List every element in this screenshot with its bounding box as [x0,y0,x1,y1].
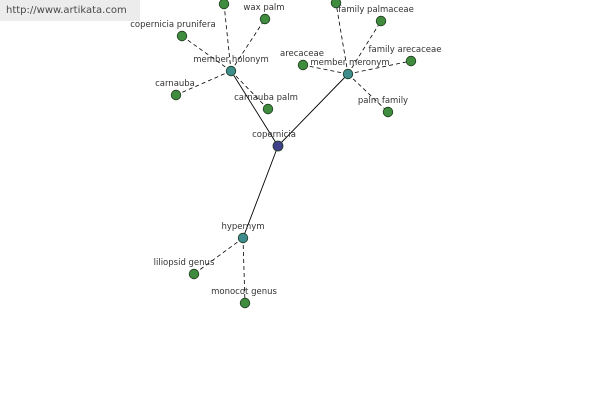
graph-labels: copernicia member holonym wax palm copernic… [130,3,441,297]
label-liliopsid-genus[interactable]: liliopsid genus [154,258,215,268]
edge-arecaceae [302,64,349,75]
label-arecaceae[interactable]: arecaceae [280,49,324,59]
label-carnauba-palm[interactable]: carnauba palm [234,93,298,103]
node-family-palmaceae[interactable] [375,15,387,27]
edge-offscreen-term [223,3,232,72]
edge-monocot-genus [242,237,246,304]
node-arecaceae[interactable] [297,59,309,71]
edge-offscreen-term [335,2,349,75]
label-carnauba[interactable]: carnauba [155,79,195,89]
watermark-link[interactable]: http://www.artikata.com [0,0,140,21]
node-copernicia-prunifera[interactable] [176,30,188,42]
graph-edges [175,2,412,304]
edge-wax-palm [230,18,266,72]
node-copernicia[interactable] [272,140,284,152]
label-family-arecaceae[interactable]: family arecaceae [369,45,442,55]
label-member-meronym[interactable]: member meronym [310,58,389,68]
node-member-holonym[interactable] [225,65,237,77]
node-carnauba[interactable] [170,89,182,101]
edge-palm-family [347,73,389,113]
edge-copernicia-prunifera [181,35,232,72]
edge-carnauba-palm [230,70,269,110]
node-liliopsid-genus[interactable] [188,268,200,280]
label-copernicia-prunifera[interactable]: copernicia prunifera [130,20,216,30]
node-offscreen-term[interactable] [218,0,230,10]
node-member-meronym[interactable] [342,68,354,80]
edge-carnauba [175,70,232,96]
edge-member-holonym [230,70,279,147]
label-palm-family[interactable]: palm family [358,96,408,106]
edge-family-arecaceae [347,60,412,75]
label-monocot-genus[interactable]: monocot genus [211,287,277,297]
label-wax-palm[interactable]: wax palm [243,3,284,13]
label-copernicia[interactable]: copernicia [252,130,296,140]
node-carnauba-palm[interactable] [262,103,274,115]
edge-family-palmaceae [347,20,382,75]
node-palm-family[interactable] [382,106,394,118]
node-hypernym[interactable] [237,232,249,244]
graph-nodes [170,0,417,309]
node-monocot-genus[interactable] [239,297,251,309]
edge-hypernym [242,145,279,239]
edge-member-meronym [277,73,349,147]
node-family-arecaceae[interactable] [405,55,417,67]
node-offscreen-term[interactable] [330,0,342,9]
label-member-holonym[interactable]: member holonym [193,55,268,65]
label-hypernym[interactable]: hypernym [221,222,264,232]
edge-liliopsid-genus [193,237,244,275]
node-wax-palm[interactable] [259,13,271,25]
label-family-palmaceae[interactable]: family palmaceae [338,5,414,15]
